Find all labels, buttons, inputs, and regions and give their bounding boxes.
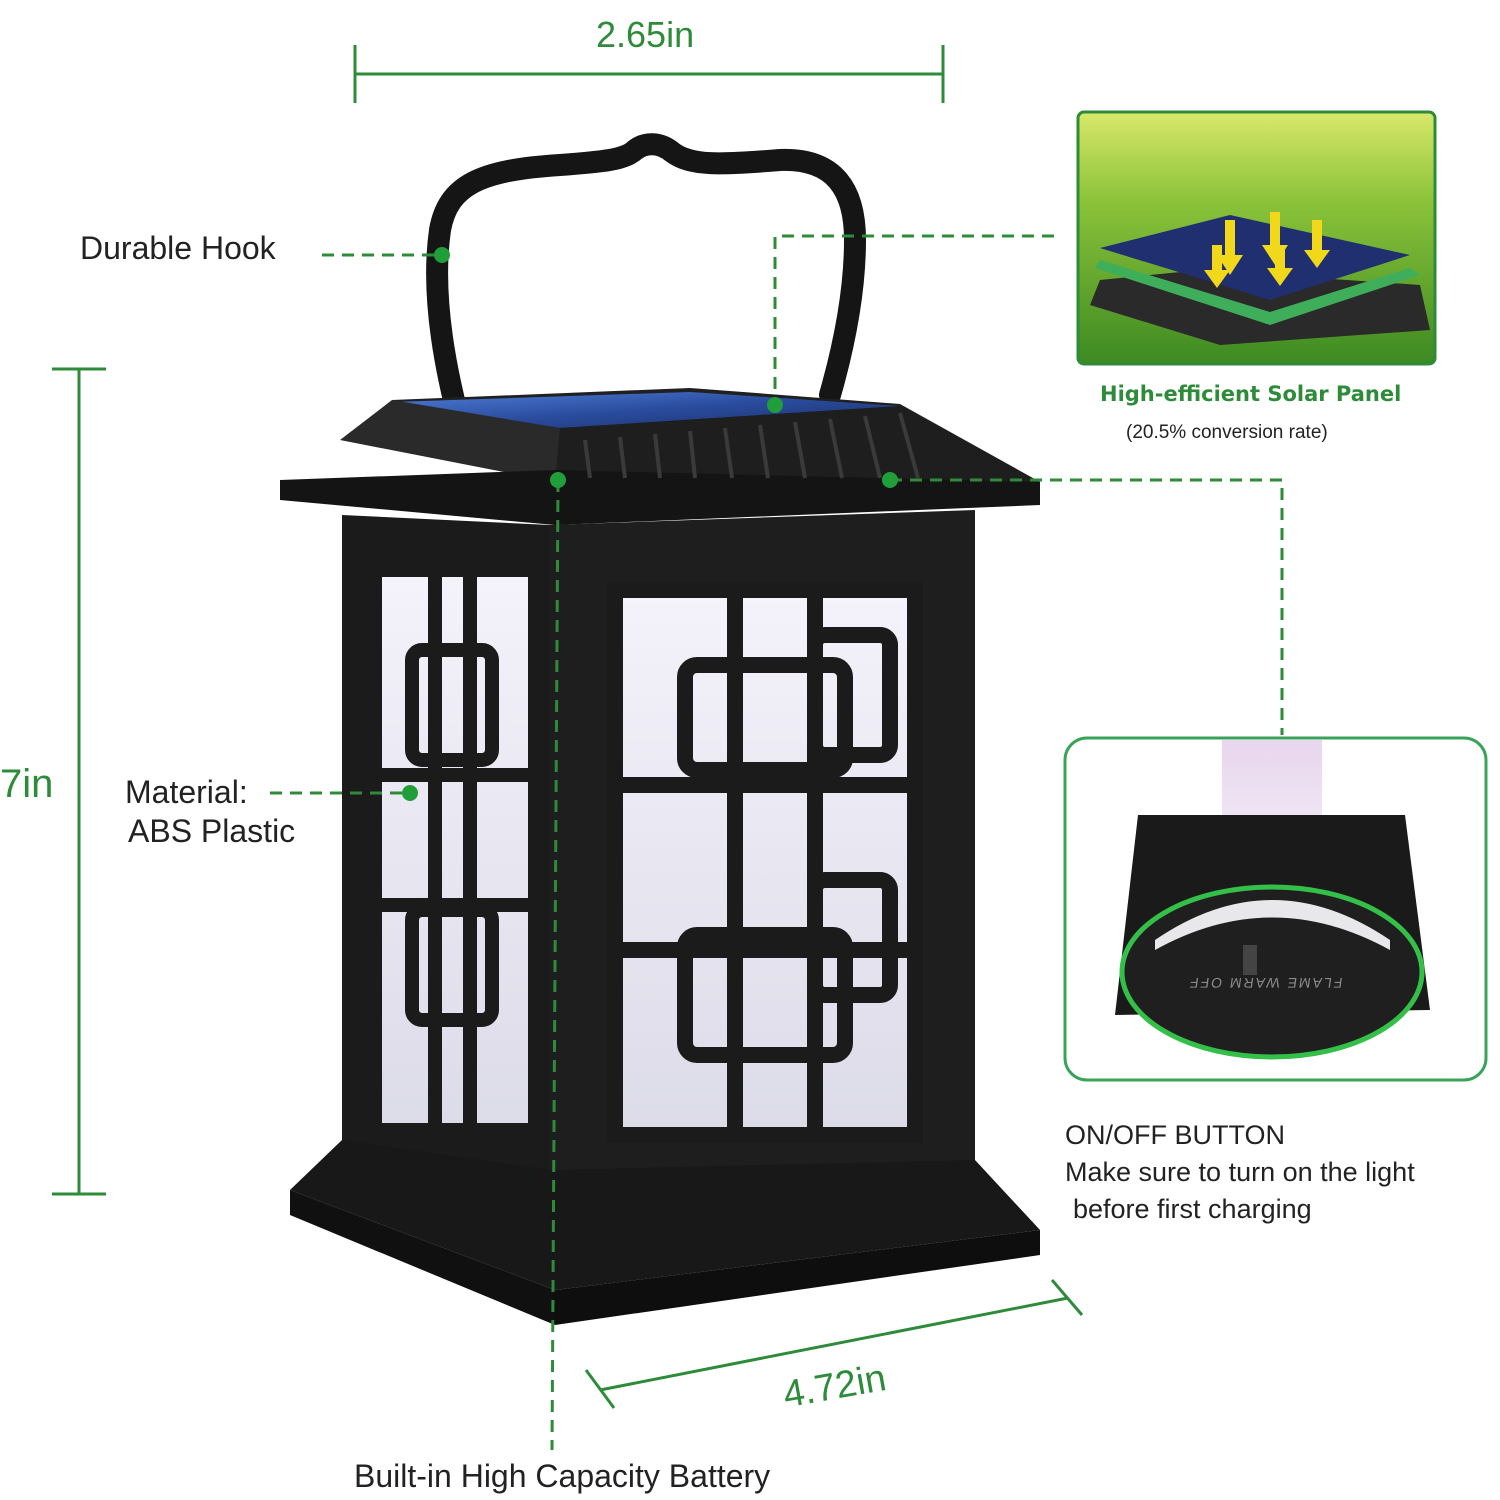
hook-callout-label: Durable Hook	[80, 230, 276, 266]
button-callout-title: ON/OFF BUTTON	[1065, 1120, 1285, 1150]
height-dimension-line	[52, 367, 106, 1196]
hook-handle	[426, 133, 867, 443]
on-off-button-inset	[1063, 736, 1488, 1082]
solar-panel-inset	[1076, 110, 1437, 366]
width-dimension-line	[353, 45, 945, 103]
material-callout-label-1: Material:	[125, 774, 248, 810]
callout-leaders	[270, 234, 1284, 1451]
width-dimension-label: 2.65in	[596, 14, 695, 55]
solar-panel-subtitle: (20.5% conversion rate)	[1126, 422, 1328, 443]
lantern-body	[290, 510, 1040, 1325]
material-callout-label-2: ABS Plastic	[128, 813, 296, 849]
button-callout-line-1: Make sure to turn on the light	[1065, 1157, 1415, 1187]
lantern-roof	[280, 388, 1040, 525]
battery-callout-label: Built-in High Capacity Battery	[354, 1458, 771, 1494]
inset-button-text: FLAME WARM OFF	[1186, 975, 1344, 991]
depth-dimension-line	[584, 1279, 1084, 1409]
height-dimension-label: 7in	[0, 762, 54, 806]
callout-dots	[402, 247, 898, 801]
button-callout-line-2: before first charging	[1073, 1194, 1312, 1224]
solar-panel-title: High-efficient Solar Panel	[1100, 382, 1402, 406]
